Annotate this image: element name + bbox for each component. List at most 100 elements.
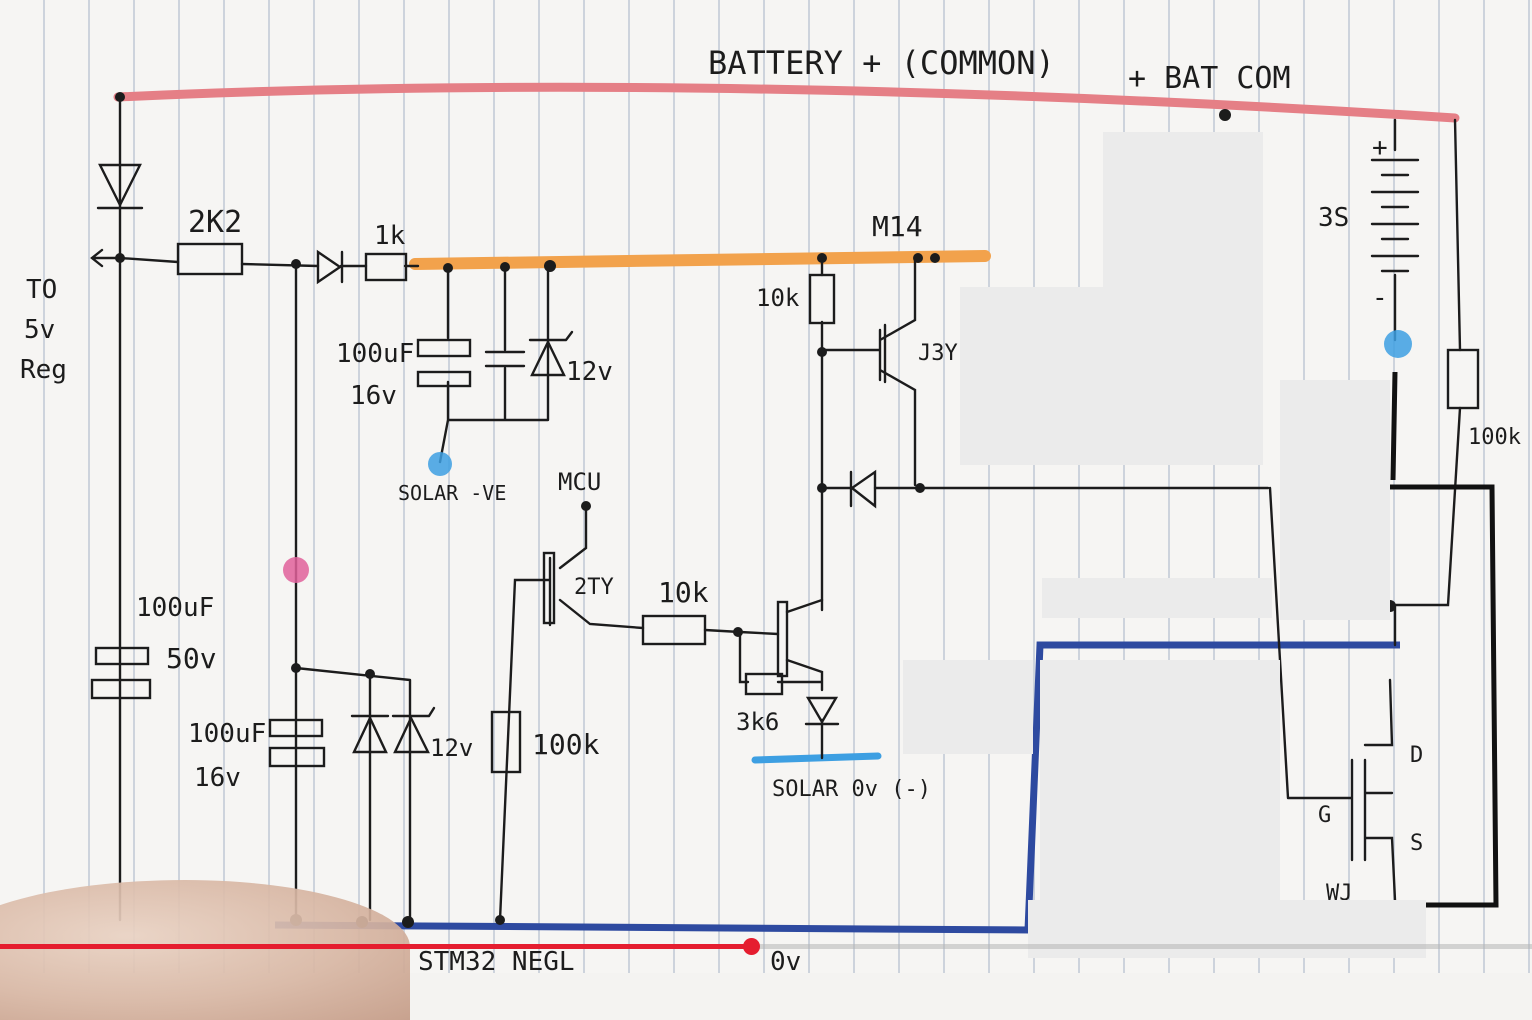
label-1k: 1k bbox=[374, 221, 406, 251]
redaction-patch bbox=[1028, 900, 1426, 958]
redaction-patch bbox=[1280, 380, 1390, 620]
label-battery-minus: - bbox=[1372, 283, 1388, 313]
node-dot bbox=[500, 262, 510, 272]
capacitor-100uf-bot-icon bbox=[268, 718, 324, 738]
label-fet-s: S bbox=[1410, 831, 1423, 856]
solar-positive-rail bbox=[409, 250, 991, 270]
label-16v-top: 16v bbox=[350, 381, 397, 411]
resistor-10k-top-icon bbox=[808, 273, 836, 325]
circuit-schematic: BATTERY + (COMMON) + BAT COM TO 5v Reg 2… bbox=[20, 44, 1521, 973]
label-m14: M14 bbox=[872, 210, 923, 243]
label-100uf-50v: 100uF bbox=[136, 593, 214, 623]
node-dot bbox=[930, 253, 940, 263]
node-dot bbox=[733, 627, 743, 637]
capacitor-100uf-top-plate-icon bbox=[416, 370, 472, 388]
resistor-1k-icon bbox=[364, 252, 408, 282]
finger-overlay bbox=[0, 880, 410, 1020]
battery-negative-terminal-icon bbox=[1384, 330, 1412, 358]
label-battery-common: BATTERY + (COMMON) bbox=[708, 44, 1055, 82]
label-bottom-1: STM32 NEGL bbox=[418, 947, 575, 973]
label-fet-g: G bbox=[1318, 803, 1331, 828]
label-12v-bot: 12v bbox=[430, 734, 473, 762]
label-16v-bot: 16v bbox=[194, 763, 241, 793]
resistor-100k-right-icon bbox=[1446, 348, 1480, 410]
bottom-cap-bank-wires bbox=[294, 666, 412, 922]
label-3k6: 3k6 bbox=[736, 708, 779, 736]
zener-12v-top-icon bbox=[528, 330, 574, 377]
label-j3y: J3Y bbox=[918, 341, 958, 366]
solar-negative-terminal-icon bbox=[428, 452, 452, 476]
label-50v: 50v bbox=[166, 642, 217, 675]
node-dot bbox=[1219, 109, 1231, 121]
label-solar-ve: SOLAR -VE bbox=[398, 481, 506, 505]
transistor-driver-icon bbox=[776, 600, 789, 678]
redaction-patch bbox=[1103, 132, 1263, 292]
label-bottom-2: 0v bbox=[770, 947, 801, 973]
label-fet-d: D bbox=[1410, 743, 1423, 768]
label-100k-bot: 100k bbox=[532, 728, 600, 761]
node-dot bbox=[365, 669, 375, 679]
capacitor-small-icon bbox=[484, 350, 526, 368]
label-10k-mid: 10k bbox=[658, 576, 709, 609]
resistor-3k6-icon bbox=[744, 672, 784, 696]
node-dot bbox=[495, 915, 505, 925]
pink-highlight-node-icon bbox=[283, 557, 309, 583]
top-cap-bank-wires bbox=[438, 264, 550, 464]
node-dot bbox=[817, 253, 827, 263]
video-progress-fill bbox=[0, 944, 751, 949]
resistor-2k2-icon bbox=[176, 242, 244, 276]
label-mcu: MCU bbox=[558, 468, 601, 496]
zener-12v-bot-icon bbox=[391, 706, 436, 754]
node-dot bbox=[291, 259, 301, 269]
diode-bot-icon bbox=[350, 714, 390, 754]
label-100uf-bot: 100uF bbox=[188, 719, 266, 749]
heavy-black-wires bbox=[1385, 371, 1499, 908]
resistor-10k-mid-icon bbox=[641, 614, 707, 646]
transistor-2ty-icon bbox=[542, 551, 556, 625]
capacitor-100uf-50v-bottom-icon bbox=[90, 678, 152, 700]
redaction-patch bbox=[1040, 660, 1280, 930]
node-dot bbox=[291, 663, 301, 673]
label-bat-com: + BAT COM bbox=[1128, 61, 1291, 96]
label-10k-top: 10k bbox=[756, 284, 800, 312]
label-battery-plus: + bbox=[1372, 133, 1388, 163]
label-100k-right: 100k bbox=[1468, 425, 1521, 450]
capacitor-100uf-50v-top-icon bbox=[94, 646, 150, 666]
label-to: TO bbox=[26, 275, 57, 305]
series-diode-icon bbox=[316, 249, 344, 285]
label-100uf-top: 100uF bbox=[336, 339, 414, 369]
label-5v: 5v bbox=[24, 315, 55, 345]
diode-j3y-icon bbox=[849, 469, 877, 509]
video-progress-bar[interactable] bbox=[0, 938, 1532, 955]
solar-zero-rail bbox=[751, 752, 882, 764]
notebook-paper bbox=[0, 0, 1532, 973]
redaction-patch bbox=[903, 660, 1033, 754]
right-sense-wires bbox=[1393, 118, 1462, 647]
node-dot bbox=[817, 483, 827, 493]
node-dot bbox=[817, 347, 827, 357]
capacitor-100uf-bot-plate-icon bbox=[268, 746, 326, 768]
supply-diode-icon bbox=[96, 163, 144, 210]
resistor-100k-bot-icon bbox=[490, 710, 522, 774]
node-dot bbox=[115, 253, 125, 263]
node-dot bbox=[115, 92, 125, 102]
label-12v-top: 12v bbox=[566, 357, 613, 387]
mosfet-icon bbox=[1268, 486, 1397, 902]
node-dot bbox=[544, 260, 556, 272]
node-dot bbox=[913, 253, 923, 263]
label-reg: Reg bbox=[20, 355, 67, 385]
redaction-patch bbox=[1042, 578, 1272, 618]
label-2ty: 2TY bbox=[574, 575, 614, 600]
ground-rail bbox=[274, 641, 1400, 934]
redaction-patch bbox=[960, 287, 1263, 465]
diode-solar-icon bbox=[804, 696, 840, 726]
driver-emitter-wires bbox=[738, 598, 824, 760]
label-battery-3s: 3S bbox=[1318, 203, 1349, 233]
capacitor-100uf-top-icon bbox=[416, 338, 472, 358]
node-dot bbox=[443, 263, 453, 273]
node-dot bbox=[915, 483, 925, 493]
video-scrubber-handle[interactable] bbox=[742, 938, 760, 955]
battery-pack-icon bbox=[1370, 118, 1420, 342]
battery-positive-rail bbox=[113, 82, 1460, 123]
label-solar-0v: SOLAR 0v (-) bbox=[772, 777, 931, 802]
